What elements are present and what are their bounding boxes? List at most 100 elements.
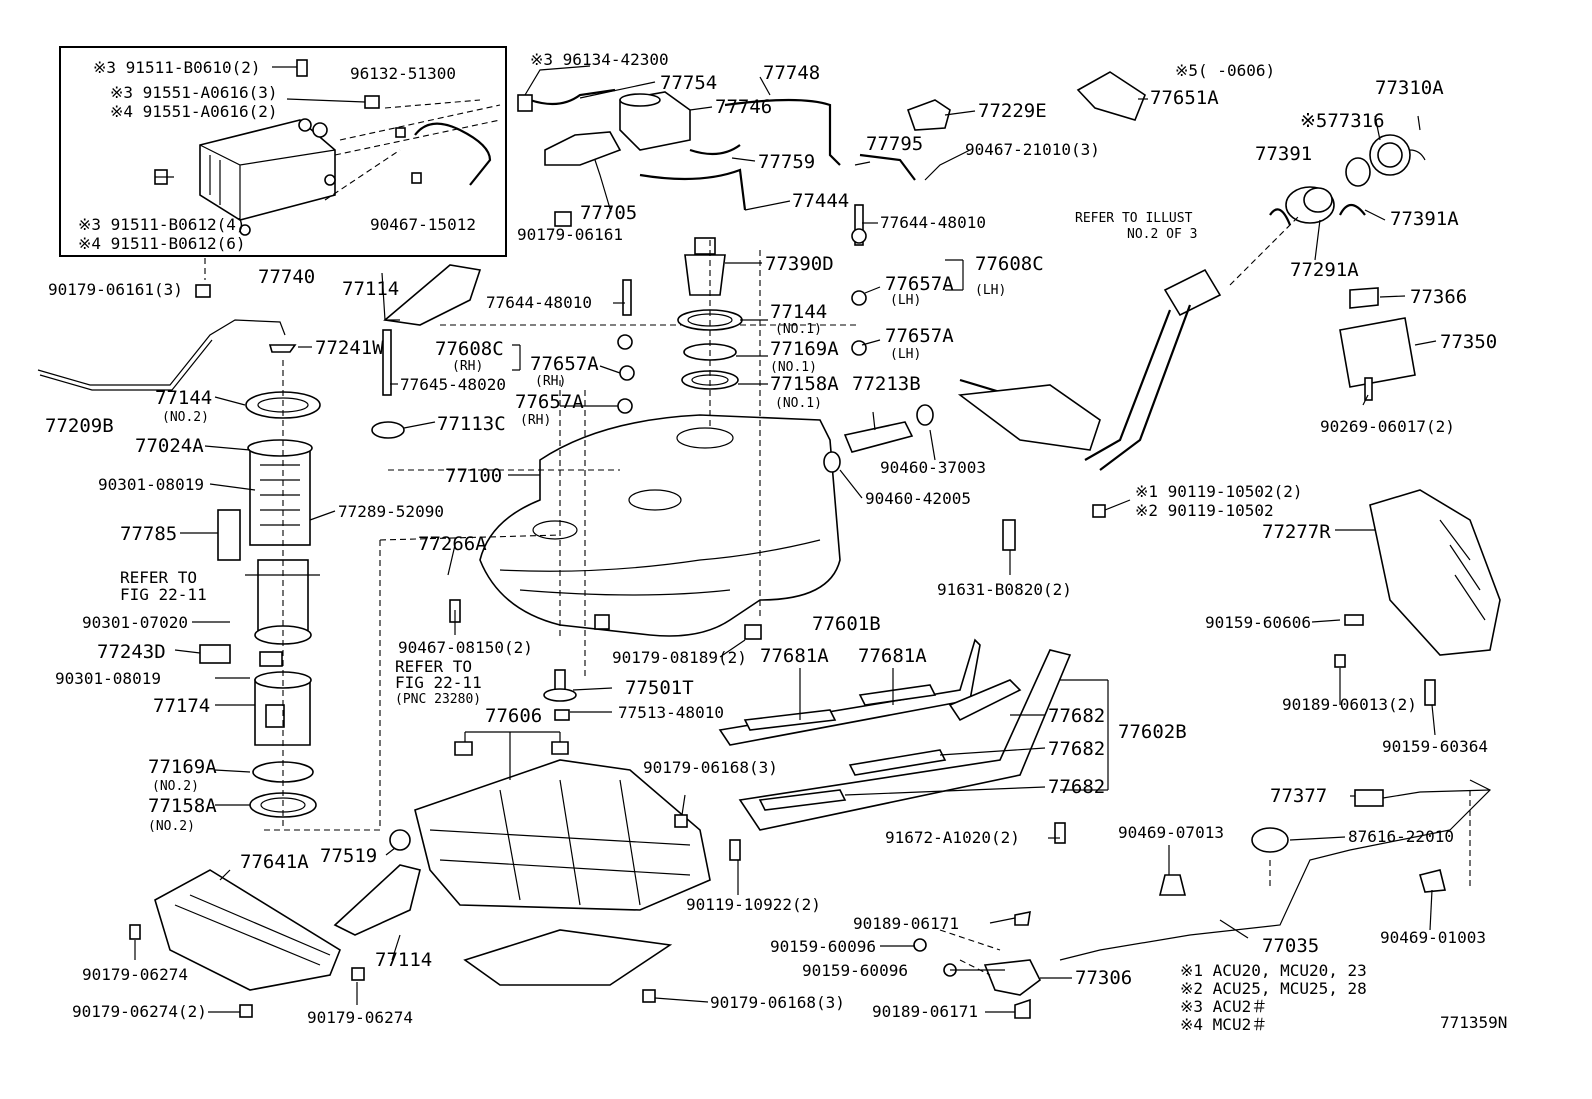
label-77657a-rh1-sub: (RH) — [535, 374, 566, 389]
label-77350: 77350 — [1440, 331, 1497, 353]
band-77602b — [738, 649, 1072, 831]
label-refer-fig-b3: (PNC 23280) — [395, 692, 481, 707]
wire-77035 — [1059, 779, 1492, 961]
label-77657a-rh1: 77657A — [530, 353, 599, 375]
label-77740: 77740 — [258, 266, 315, 288]
label-77158a-no2-sub: (NO.2) — [148, 819, 195, 834]
label-91511-b0612-6: ※4 91511-B0612(6) — [78, 234, 246, 253]
label-77213b: 77213B — [852, 373, 921, 395]
label-90159-60096-b: 90159-60096 — [802, 961, 908, 980]
ring-77391 — [1269, 208, 1292, 226]
label-90179-06274-b: 90179-06274 — [307, 1008, 413, 1027]
cover-under-77606b — [463, 929, 673, 986]
label-90179-06274-a: 90179-06274 — [82, 965, 188, 984]
label-91551-a0616-2: ※4 91551-A0616(2) — [110, 102, 278, 121]
label-90467-21010: 90467-21010(3) — [965, 140, 1100, 159]
label-77391a: 77391A — [1390, 208, 1459, 230]
label-77681a-1: 77681A — [760, 645, 829, 667]
label-77169a-no1-sub: (NO.1) — [770, 360, 817, 375]
label-77158a-no2: 77158A — [148, 795, 217, 817]
bracket-77705 — [544, 131, 622, 166]
canister-bolts — [154, 59, 422, 185]
label-77390d: 77390D — [765, 253, 834, 275]
label-91551-a0616-3: ※3 91551-A0616(3) — [110, 83, 278, 102]
label-77366: 77366 — [1410, 286, 1467, 308]
label-77657a-rh2: 77657A — [515, 391, 584, 413]
label-77641a: 77641A — [240, 851, 309, 873]
label-77602b: 77602B — [1118, 721, 1187, 743]
label-77144-no1: 77144 — [770, 301, 827, 323]
canister-hose — [414, 122, 492, 186]
label-77651a-note: ※5( -0606) — [1175, 61, 1275, 80]
label-77608c-rh-sub: (RH) — [452, 359, 483, 374]
label-77705: 77705 — [580, 202, 637, 224]
label-77316: ※577316 — [1300, 110, 1385, 132]
label-77241w: 77241W — [315, 337, 384, 359]
label-90179-06274-2: 90179-06274(2) — [72, 1002, 207, 1021]
label-77209b: 77209B — [45, 415, 114, 437]
ring-77391a — [1339, 203, 1366, 216]
label-90269-06017: 90269-06017(2) — [1320, 417, 1455, 436]
label-77100: 77100 — [445, 465, 502, 487]
label-77644-48010-b: 77644-48010 — [486, 293, 592, 312]
label-77682-1: 77682 — [1048, 705, 1105, 727]
label-77795: 77795 — [866, 133, 923, 155]
label-90467-08150: 90467-08150(2) — [398, 638, 533, 657]
label-77169a-no2-sub: (NO.2) — [152, 779, 199, 794]
label-77174: 77174 — [153, 695, 210, 717]
label-77608c-rh: 77608C — [435, 338, 504, 360]
label-96134-42300: ※3 96134-42300 — [530, 50, 669, 69]
label-90119-10502-2: ※1 90119-10502(2) — [1135, 482, 1303, 501]
label-77681a-2: 77681A — [858, 645, 927, 667]
label-77277r: 77277R — [1262, 521, 1331, 543]
label-refer-fig-a2: FIG 22-11 — [120, 585, 207, 604]
label-77391: 77391 — [1255, 143, 1312, 165]
label-77243d: 77243D — [97, 641, 166, 663]
label-90301-08019-b: 90301-08019 — [55, 669, 161, 688]
charcoal-canister — [199, 118, 336, 236]
label-90469-07013: 90469-07013 — [1118, 823, 1224, 842]
valve-77390d — [684, 237, 726, 296]
label-77444: 77444 — [792, 190, 849, 212]
label-91511-b0610: ※3 91511-B0610(2) — [93, 58, 261, 77]
bolt-77645 — [382, 329, 392, 396]
label-77501t: 77501T — [625, 677, 694, 699]
label-refer-fig-a1: REFER TO — [120, 568, 197, 587]
protector-77114-top — [383, 264, 482, 326]
label-90159-60364: 90159-60364 — [1382, 737, 1488, 756]
label-90467-15012: 90467-15012 — [370, 215, 476, 234]
label-77114-top: 77114 — [342, 278, 399, 300]
label-96132-51300: 96132-51300 — [350, 64, 456, 83]
label-87616-22010: 87616-22010 — [1348, 827, 1454, 846]
label-77158a-no1-sub: (NO.1) — [775, 396, 822, 411]
label-77289-52090: 77289-52090 — [338, 502, 444, 521]
label-77377: 77377 — [1270, 785, 1327, 807]
bracket-77306 — [983, 959, 1042, 996]
label-90179-06168-b: 90179-06168(3) — [710, 993, 845, 1012]
label-90179-08189: 90179-08189(2) — [612, 648, 747, 667]
label-90179-06161: 90179-06161 — [517, 225, 623, 244]
label-77144-no2: 77144 — [155, 387, 212, 409]
label-90460-42005: 90460-42005 — [865, 489, 971, 508]
label-90119-10922: 90119-10922(2) — [686, 895, 821, 914]
label-77759: 77759 — [758, 151, 815, 173]
label-77266a: 77266A — [418, 533, 487, 555]
label-77519: 77519 — [320, 845, 377, 867]
label-77754: 77754 — [660, 72, 717, 94]
label-refer-illust-2: NO.2 OF 3 — [1127, 227, 1197, 242]
sender-wire-77209b — [37, 319, 286, 391]
stud-77644-a — [854, 204, 864, 246]
label-77024a: 77024A — [135, 435, 204, 457]
sensor-77377 — [1354, 789, 1491, 807]
leader-lines — [134, 65, 1437, 1013]
label-77114-bot: 77114 — [375, 949, 432, 971]
label-refer-fig-b2: FIG 22-11 — [395, 673, 482, 692]
note-4: ※4 MCU2＃ — [1180, 1015, 1267, 1034]
label-77651a: 77651A — [1150, 87, 1219, 109]
label-90189-06013: 90189-06013(2) — [1282, 695, 1417, 714]
label-77601b: 77601B — [812, 613, 881, 635]
under-protector-77606 — [414, 759, 711, 911]
shield-77277r — [1369, 489, 1501, 656]
label-77513-48010: 77513-48010 — [618, 703, 724, 722]
